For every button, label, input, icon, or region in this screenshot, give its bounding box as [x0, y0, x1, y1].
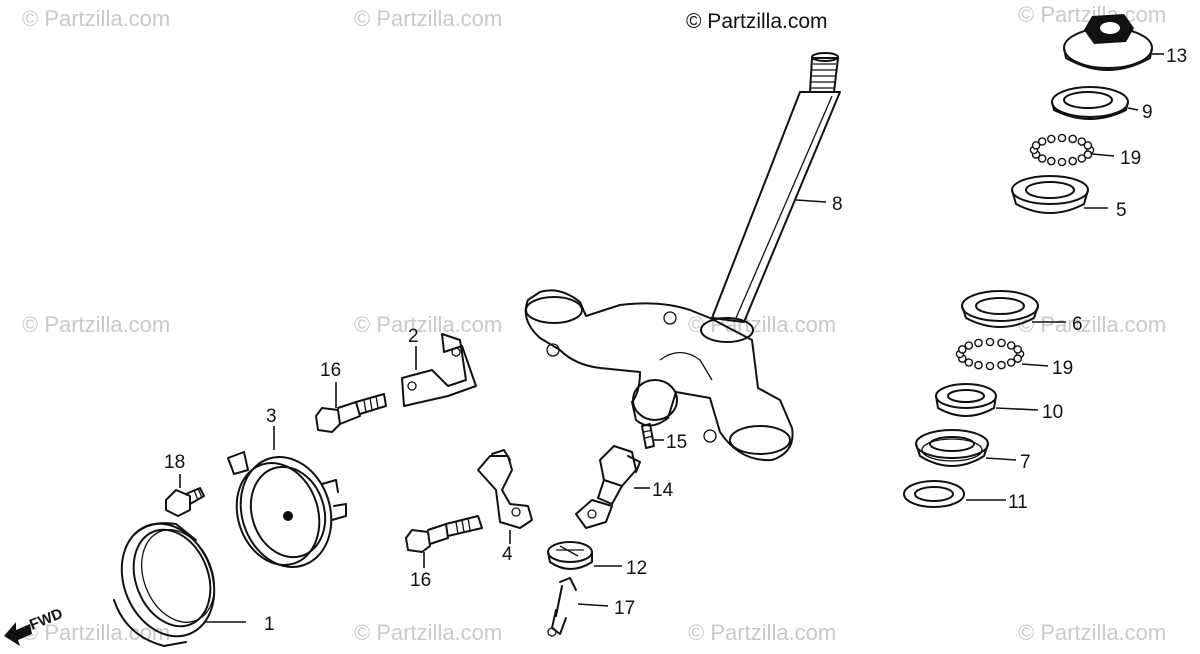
steel-ball [1068, 134, 1077, 144]
part-5-cone-race[interactable] [1011, 175, 1089, 214]
callout-12: 12 [626, 558, 647, 579]
callout-11: 11 [1008, 492, 1028, 513]
part-6-ball-race[interactable] [961, 290, 1039, 328]
part-3-horn[interactable] [224, 445, 347, 579]
part-18-flange-bolt[interactable] [165, 487, 205, 517]
leader-lines [179, 53, 1164, 623]
watermark: © Partzilla.com [354, 6, 502, 31]
part-2-horn-bracket[interactable] [401, 333, 477, 407]
part-8-steering-stem[interactable] [524, 52, 841, 462]
part-4-bracket[interactable] [477, 449, 533, 529]
callout-16-upper: 16 [320, 360, 341, 381]
watermark: © Partzilla.com [22, 6, 170, 31]
steel-ball [1006, 341, 1016, 350]
steel-ball [1006, 358, 1016, 367]
steel-ball [1037, 154, 1047, 163]
callout-8: 8 [832, 194, 843, 215]
steel-ball [958, 345, 967, 354]
watermark: © Partzilla.com [354, 620, 502, 645]
steel-ball [974, 338, 983, 348]
steel-ball [1047, 134, 1056, 144]
watermark: © Partzilla.com [22, 312, 170, 337]
steel-ball [1037, 137, 1047, 146]
callout-2: 2 [408, 326, 419, 347]
callout-1: 1 [264, 614, 275, 635]
callout-6: 6 [1072, 314, 1083, 335]
steel-ball [1013, 345, 1023, 354]
steel-ball [964, 341, 974, 350]
part-13-stem-nut[interactable] [1063, 14, 1153, 71]
callout-3: 3 [266, 406, 277, 427]
callout-18: 18 [164, 452, 185, 473]
steel-ball [997, 360, 1006, 370]
part-19-steel-ball-ring-lower[interactable] [955, 337, 1025, 371]
callout-10: 10 [1042, 402, 1063, 423]
steel-ball [1047, 156, 1056, 166]
steel-ball [985, 337, 995, 347]
callout-17: 17 [614, 598, 635, 619]
callout-19-lower: 19 [1052, 358, 1073, 379]
steel-ball [1057, 133, 1067, 143]
part-15-screw[interactable] [641, 423, 655, 449]
watermark: © Partzilla.com [1018, 620, 1166, 645]
part-16-bolt-lower[interactable] [405, 515, 483, 553]
part-17-clip[interactable] [547, 577, 577, 637]
watermark: © Partzilla.com [688, 312, 836, 337]
steel-ball [997, 338, 1006, 348]
part-19-steel-ball-ring-upper[interactable] [1029, 133, 1095, 167]
watermark: © Partzilla.com [354, 312, 502, 337]
steel-ball [1013, 354, 1023, 363]
steel-ball [1083, 141, 1093, 150]
part-10-cone-race[interactable] [935, 383, 997, 417]
part-1-horn-rim[interactable] [105, 510, 230, 651]
part-16-bolt-upper[interactable] [315, 393, 387, 433]
steel-ball [1083, 150, 1093, 159]
callout-19-upper: 19 [1120, 148, 1141, 169]
callout-4: 4 [502, 544, 513, 565]
callouts: 1 2 3 4 5 6 7 8 9 10 11 12 13 14 15 16 1… [164, 46, 1187, 635]
callout-16-lower: 16 [410, 570, 431, 591]
watermark: © Partzilla.com [688, 620, 836, 645]
callout-15: 15 [666, 432, 687, 453]
steel-ball [1077, 137, 1087, 146]
callout-13: 13 [1166, 46, 1187, 67]
callout-5: 5 [1116, 200, 1127, 221]
part-11-washer[interactable] [903, 480, 965, 508]
copyright-notice: © Partzilla.com [686, 10, 828, 33]
callout-14: 14 [652, 480, 674, 501]
watermark-layer: © Partzilla.com © Partzilla.com © Partzi… [22, 2, 1166, 645]
steel-ball [1068, 156, 1077, 166]
steel-ball [964, 358, 974, 367]
callout-9: 9 [1142, 102, 1153, 123]
steel-ball [974, 360, 983, 370]
steel-ball [1057, 157, 1067, 167]
callout-7: 7 [1020, 452, 1031, 473]
part-9-ball-race[interactable] [1051, 86, 1129, 120]
arrow-left-icon [4, 622, 32, 646]
part-14-switch-assembly[interactable] [575, 445, 641, 529]
steel-ball [985, 361, 995, 371]
part-12-cover[interactable] [547, 541, 593, 570]
steel-ball [1077, 154, 1087, 163]
part-7-dust-seal[interactable] [915, 429, 989, 467]
steel-ball [1031, 141, 1041, 150]
watermark: © Partzilla.com [1018, 312, 1166, 337]
